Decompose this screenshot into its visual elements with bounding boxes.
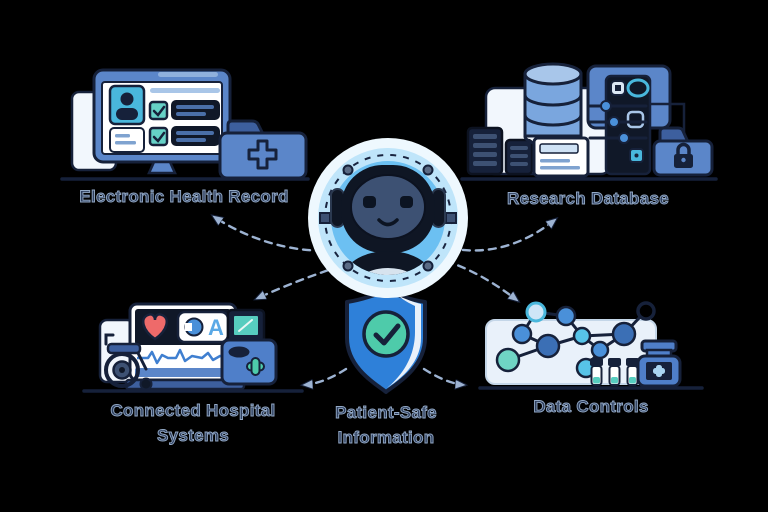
medical-device-icon — [220, 308, 278, 386]
node-research-database: Research Database — [458, 46, 718, 212]
node-data-controls: Data Controls — [478, 294, 704, 420]
patient-avatar-icon — [108, 84, 146, 126]
monitor-letter: A — [208, 315, 224, 340]
speech-translate-icon: A — [176, 310, 230, 344]
node-ai-assistant-robot — [303, 133, 473, 303]
label-connected-hospital-systems: Connected Hospital Systems — [110, 401, 276, 446]
notes-card — [109, 127, 145, 153]
monitor-stand — [147, 160, 177, 175]
arrow-to-hospital — [256, 260, 354, 299]
robot-body — [342, 251, 434, 275]
label-electronic-health-record: Electronic Health Record — [79, 187, 289, 207]
label-research-database: Research Database — [507, 189, 670, 209]
checkbox-icon — [148, 126, 169, 147]
ecg-waveform-icon — [137, 348, 230, 365]
database-icon — [523, 62, 583, 148]
wheelchair-icon — [104, 333, 153, 391]
hospital-systems-illustration: A — [82, 302, 304, 393]
lock-icon — [674, 142, 693, 168]
robot-face-icon — [330, 165, 446, 253]
lock-folder-icon — [652, 126, 714, 177]
server-icon — [504, 138, 534, 176]
shield-illustration — [345, 288, 427, 394]
medical-cross-icon — [247, 139, 278, 170]
node-patient-safe-information: Patient-Safe Information — [327, 286, 445, 450]
label-patient-safe-information: Patient-Safe Information — [335, 403, 437, 448]
ai-robot-illustration — [308, 138, 468, 298]
test-tubes-icon — [590, 358, 639, 386]
settings-sliders-icon — [588, 78, 650, 163]
label-data-controls: Data Controls — [533, 397, 649, 417]
arrow-shield-right — [422, 367, 465, 385]
arrow-shield-left — [303, 367, 348, 385]
molecule-icon — [495, 301, 656, 379]
orbit-ring — [319, 154, 457, 282]
heart-icon — [142, 313, 168, 341]
research-database-illustration — [460, 62, 718, 181]
record-row — [171, 100, 220, 120]
arrow-to-data-controls — [444, 259, 518, 301]
cross-button-icon — [246, 357, 265, 376]
medical-folder-icon — [218, 119, 308, 180]
node-electronic-health-record: Electronic Health Record — [58, 42, 310, 210]
magnifier-icon — [636, 301, 656, 321]
ehr-illustration — [60, 68, 310, 181]
wire — [650, 102, 686, 138]
record-row — [171, 126, 220, 146]
medicine-bottle-icon — [636, 339, 682, 388]
document-icon — [532, 136, 590, 178]
check-icon — [362, 310, 410, 358]
node-connected-hospital-systems: A — [82, 292, 304, 448]
server-icon — [466, 126, 504, 176]
checkbox-icon — [148, 100, 169, 121]
arrow-to-research — [448, 219, 556, 252]
data-controls-illustration — [478, 301, 704, 390]
